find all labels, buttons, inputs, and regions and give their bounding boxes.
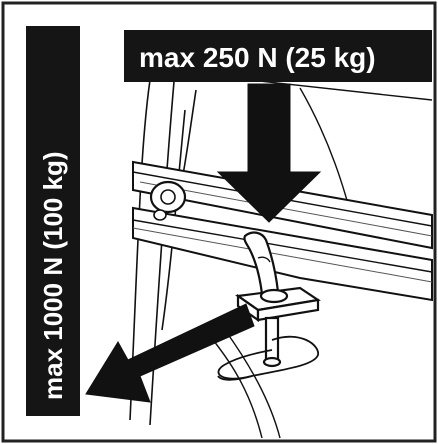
bolt-nut	[149, 180, 187, 221]
vertical-load-arrow	[216, 83, 322, 223]
side-load-label: max 1000 N (100 kg)	[26, 26, 80, 416]
top-load-label: max 250 N (25 kg)	[124, 30, 432, 82]
lynch-pin-loop	[217, 335, 319, 381]
lower-rail	[132, 206, 433, 302]
side-load-label-text: max 1000 N (100 kg)	[38, 151, 68, 400]
top-load-label-text: max 250 N (25 kg)	[139, 42, 376, 73]
horizontal-load-arrow	[85, 303, 255, 403]
